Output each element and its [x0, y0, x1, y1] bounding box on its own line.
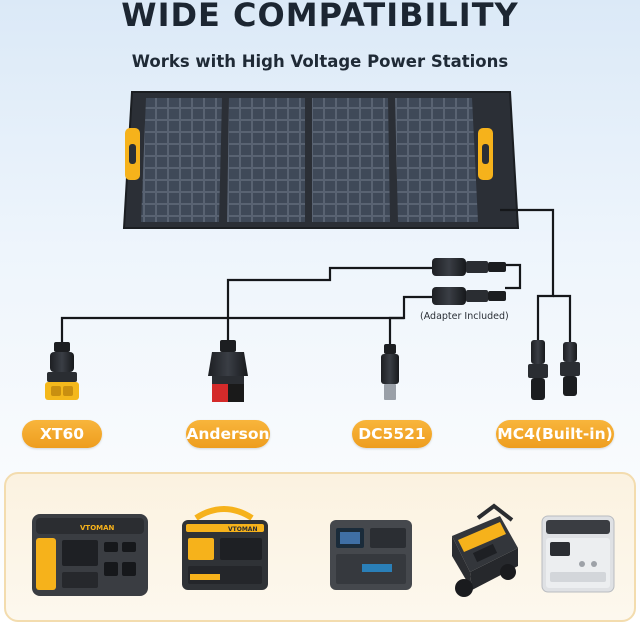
vtoman-jump-power-station-icon: VTOMAN: [182, 506, 268, 590]
label-anderson: Anderson: [186, 420, 270, 448]
solar-panel-icon: [122, 91, 520, 229]
page-subtitle: Works with High Voltage Power Stations: [131, 52, 509, 71]
adapter-note: (Adapter Included): [420, 311, 509, 322]
page-title: WIDE COMPATIBILITY: [121, 0, 519, 34]
white-power-station-icon: [541, 515, 615, 593]
anderson-connector-icon: [208, 340, 248, 402]
station-2-brand: VTOMAN: [228, 526, 257, 533]
gray-power-station-icon: [330, 520, 412, 590]
mc4-adapter-icon: [432, 258, 506, 305]
vtoman-power-station-icon: VTOMAN: [32, 514, 148, 596]
label-mc4: MC4(Built-in): [496, 420, 614, 448]
dc5521-connector-icon: [381, 344, 399, 400]
cable-lines: [60, 208, 572, 345]
mc4-connector-icon: [528, 340, 580, 400]
wheeled-power-station-icon: [452, 503, 518, 597]
label-xt60: XT60: [22, 420, 102, 448]
station-1-brand: VTOMAN: [80, 524, 115, 532]
label-dc5521: DC5521: [352, 420, 432, 448]
solar-panel-scene: [45, 91, 580, 402]
xt60-connector-icon: [45, 342, 79, 400]
